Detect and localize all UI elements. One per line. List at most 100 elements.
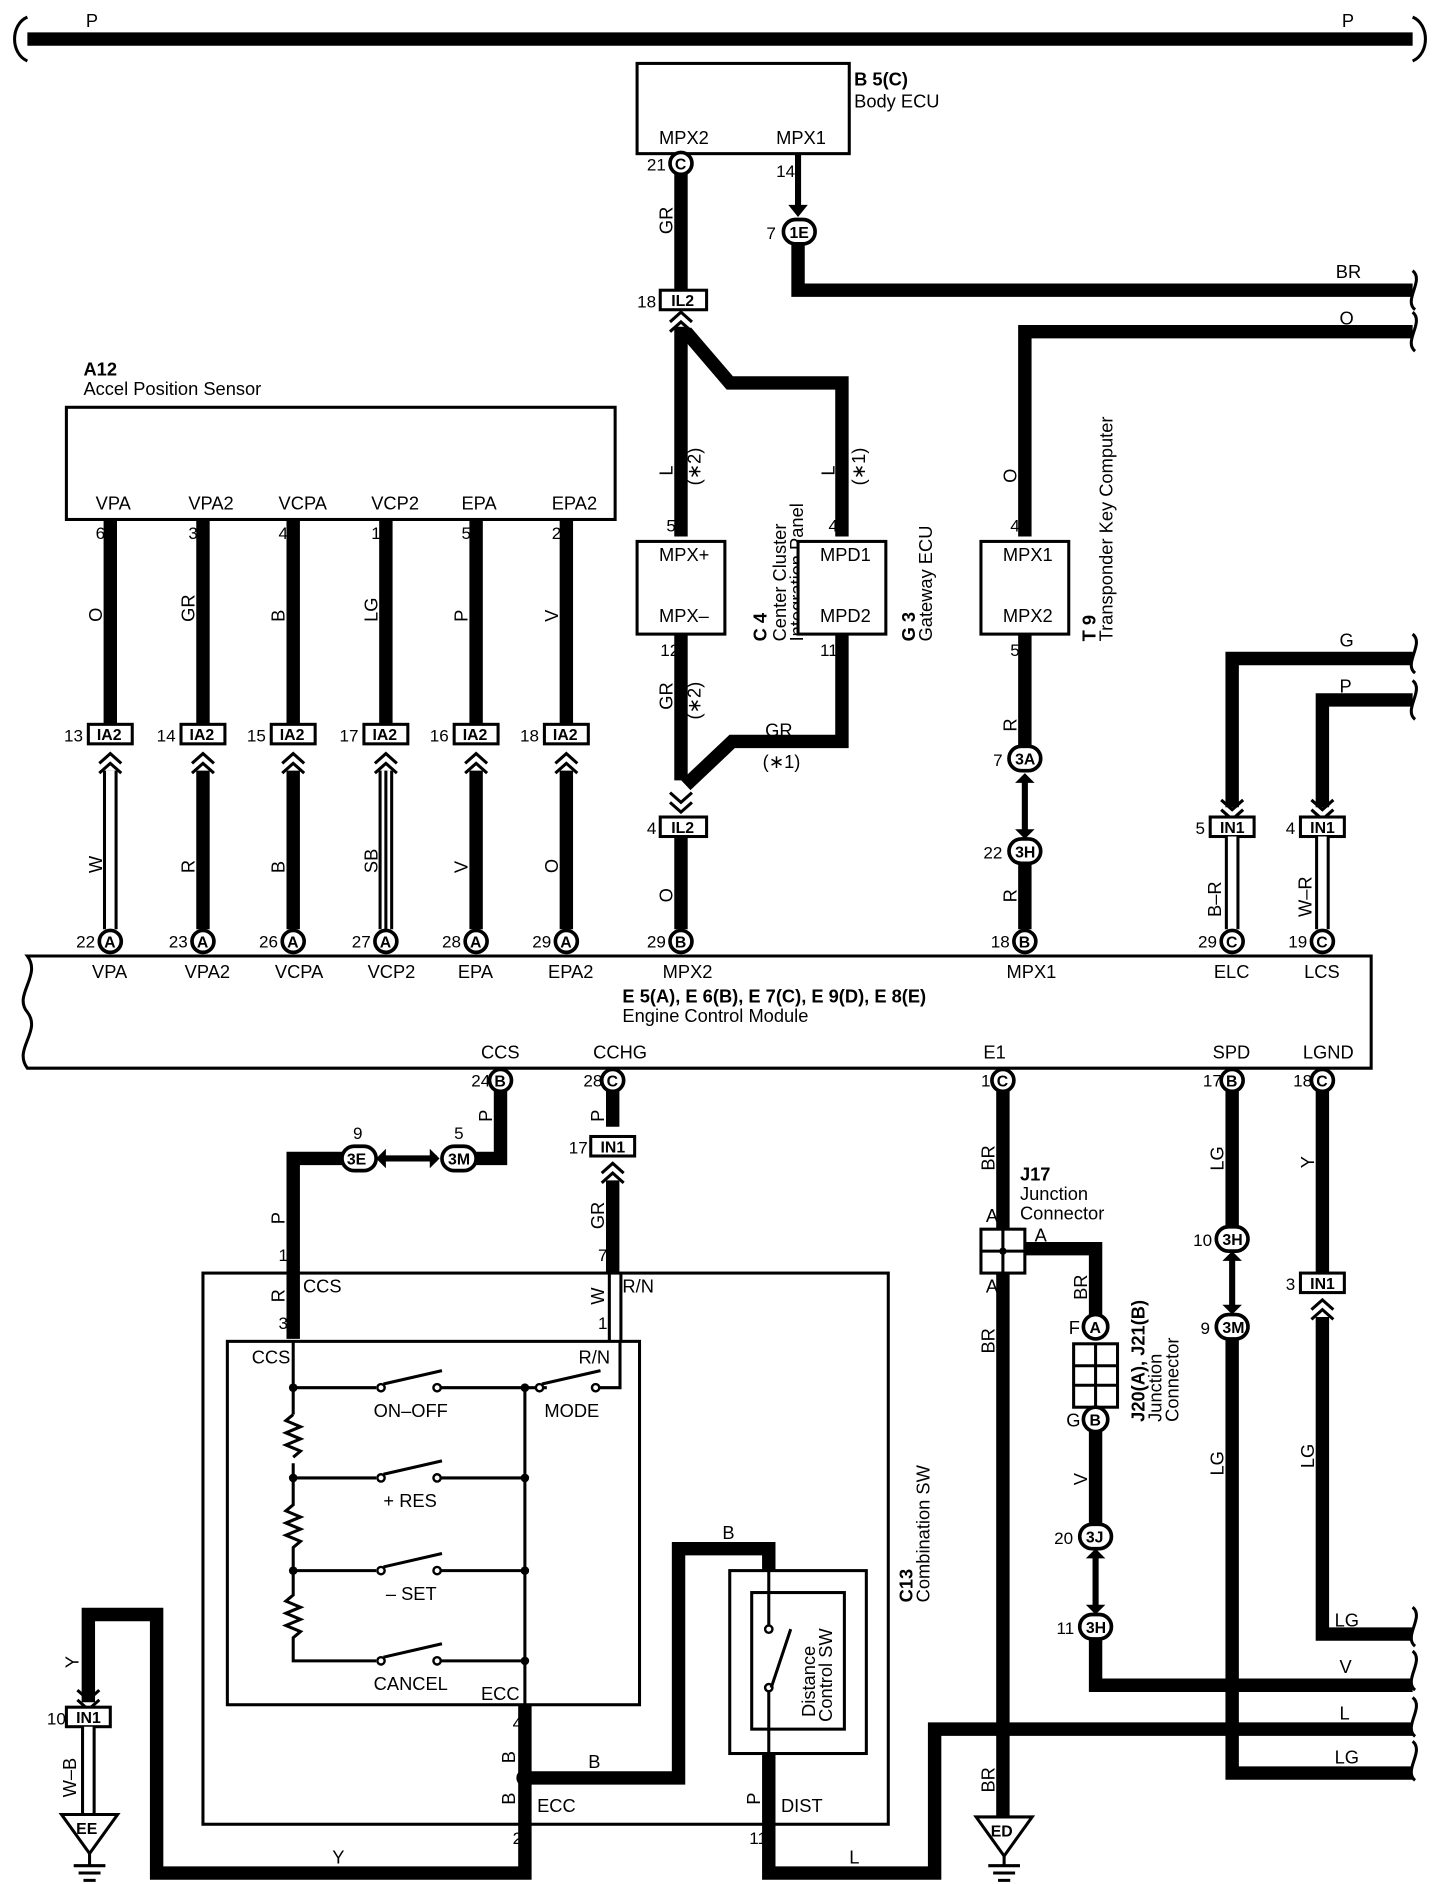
pin-connector-letter: C	[1226, 934, 1238, 951]
pin-connector-letter: B	[1019, 934, 1030, 951]
diagram-label: 11	[820, 641, 838, 660]
center-cluster-panel: 5 MPX+ MPX– 12 C 4 Center Cluster Integr…	[635, 503, 807, 660]
connector-3j: 3J 20	[1054, 1522, 1114, 1551]
ecm-top-pins: A22VPAA23VPA2A26VCPAA27VCP2A28EPAA29EPA2…	[76, 928, 1340, 982]
pin-number: 21	[647, 156, 666, 175]
sensor-pin-label: VCP2	[371, 493, 419, 514]
diagram-label: Connector	[1162, 1337, 1183, 1421]
ecm-pin-label: EPA2	[548, 961, 593, 982]
diagram-label: 3	[279, 1314, 289, 1333]
sensor-pin-label: VCPA	[279, 493, 328, 514]
wire-color-label: LG	[1335, 1746, 1359, 1767]
diagram-label: MPX2	[1003, 605, 1053, 626]
wire-color-label: B	[722, 1522, 734, 1543]
wire-note: (∗2)	[683, 682, 704, 720]
diagram-label: MPX+	[659, 544, 709, 565]
diagram-label: 10	[47, 1709, 66, 1728]
diagram-label: + RES	[383, 1490, 436, 1511]
diagram-label: C13	[896, 1569, 917, 1603]
wire-color-label: Y	[332, 1846, 344, 1867]
wire-color-label: L	[1339, 1702, 1349, 1723]
sensor-pin-label: EPA	[461, 493, 497, 514]
wire-color-label: GR	[177, 594, 198, 621]
ecm-pin-label: MPX2	[663, 961, 713, 982]
wire-color-label: V	[451, 860, 472, 873]
diagram-label: 3E	[347, 1152, 366, 1169]
diagram-label: R/N	[622, 1276, 653, 1297]
ecm-pin-label: LGND	[1303, 1041, 1354, 1062]
connector-il2-top: IL2 18	[637, 288, 709, 333]
connector-pin-number: 14	[157, 726, 176, 745]
connector-pin-number: 13	[64, 726, 83, 745]
diagram-label: Gateway ECU	[915, 526, 936, 642]
diagram-label: Engine Control Module	[622, 1005, 808, 1026]
wire-color-label: B–R	[1204, 881, 1225, 917]
diagram-label: 3H	[1222, 1232, 1242, 1249]
ecm-pin-number: 23	[169, 932, 188, 951]
wire-color-label: P	[451, 610, 472, 622]
sensor-pin-number: 1	[371, 524, 381, 543]
pin-connector-letter: C	[1316, 934, 1328, 951]
diagram-label: 3H	[1086, 1620, 1106, 1637]
wire-color-label: P	[86, 10, 98, 31]
ecm-pin-number: 28	[583, 1072, 602, 1091]
diagram-label: IN1	[1310, 1276, 1335, 1293]
body-ecu: B 5(C) Body ECU MPX2 MPX1 21 14	[635, 61, 939, 181]
junction-j17: J17 Junction Connector A A A	[979, 1163, 1104, 1297]
svg-text:Control SW: Control SW	[815, 1628, 836, 1722]
switch-res: + RES	[376, 1459, 443, 1511]
wire-color-label: BR	[977, 1767, 998, 1792]
wire-color-label: Y	[62, 1656, 83, 1668]
diagram-label: 10	[1193, 1231, 1212, 1250]
wire-color-label: B	[268, 861, 289, 873]
diagram-label: F	[1069, 1317, 1080, 1338]
connector-label: IA2	[463, 727, 488, 744]
ecm-pin-label: LCS	[1304, 961, 1340, 982]
ecm-pin-label: EPA	[458, 961, 494, 982]
diagram-label: 4	[1286, 819, 1296, 838]
diagram-label: 5	[1196, 819, 1206, 838]
diagram-label: 18	[637, 292, 656, 311]
wire-color-label: O	[541, 859, 562, 873]
wire-note: (∗1)	[763, 751, 801, 772]
diagram-label: MPD1	[820, 544, 871, 565]
switch-on-off: ON–OFF	[374, 1369, 448, 1421]
ecm-pin-label: VCP2	[368, 961, 416, 982]
connector-in1-ee: IN1 10	[47, 1688, 112, 1728]
connector-3h-upper: 3H 22	[983, 837, 1043, 866]
connector-il2-bottom: IL2 4	[647, 791, 709, 838]
diagram-label: 9	[353, 1124, 363, 1143]
switch-cancel: CANCEL	[374, 1642, 448, 1694]
pin-connector-letter: B	[494, 1074, 505, 1091]
wire-color-label: V	[1339, 1656, 1352, 1677]
junction-j20-j21: A F B G J20(A), J21(B) Junction Connecto…	[1066, 1300, 1183, 1434]
sensor-pin-number: 6	[96, 524, 106, 543]
diagram-label: MPX–	[659, 605, 710, 626]
wire-color-label: R	[999, 889, 1020, 902]
diagram-label: ECC	[481, 1683, 520, 1704]
diagram-label: 17	[569, 1139, 588, 1158]
diagram-label: IN1	[600, 1139, 625, 1156]
ecm-pin-label: VCPA	[275, 961, 324, 982]
wire-color-label: BR	[977, 1328, 998, 1353]
wire-color-label: GR	[765, 720, 792, 741]
connector-label: IA2	[372, 727, 397, 744]
diagram-label: E 5(A), E 6(B), E 7(C), E 9(D), E 8(E)	[622, 985, 926, 1006]
diagram-label: G	[1066, 1410, 1080, 1431]
diagram-label: 1E	[790, 225, 809, 242]
ecm-pin-label: SPD	[1213, 1041, 1251, 1062]
wire-color-label: BR	[1336, 261, 1361, 282]
ecm-pin-number: 28	[442, 932, 461, 951]
wire-color-label: O	[655, 888, 676, 902]
switch-mode: MODE	[534, 1369, 601, 1421]
